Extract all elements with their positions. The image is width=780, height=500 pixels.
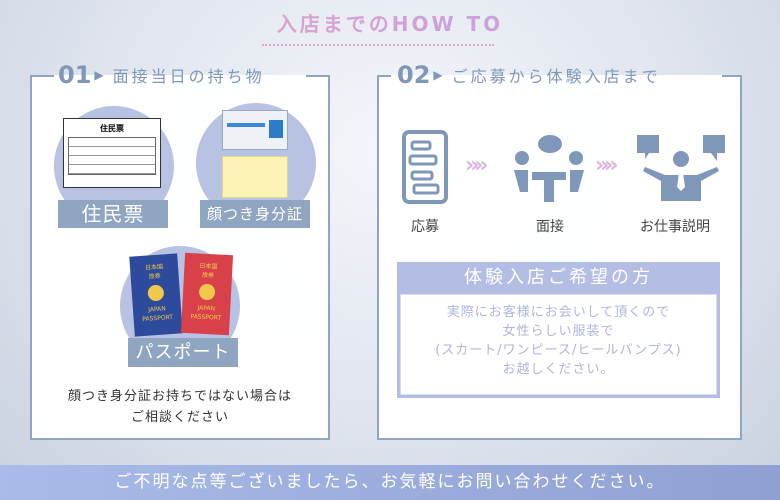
- section2-title: ご応募から体験入店まで: [451, 67, 661, 86]
- body-line: (スカート/ワンピース/ヒールパンプス): [435, 343, 682, 358]
- body-line: 女性らしい服装で: [502, 324, 615, 339]
- item-label-passport: パスポート: [128, 338, 238, 367]
- doc-title: 住民票: [100, 124, 124, 133]
- play-arrow-icon: ▶: [433, 68, 446, 82]
- note-line: ご相談ください: [130, 410, 229, 425]
- chevron-right-icon: »»: [595, 153, 619, 178]
- step-label: 面接: [536, 219, 564, 235]
- play-arrow-icon: ▶: [94, 68, 107, 82]
- passport-text: 旅券: [148, 272, 161, 281]
- passport-text: PASSPORT: [190, 313, 222, 322]
- panel-border: [722, 75, 742, 77]
- section1-number: 01: [58, 61, 92, 89]
- item-label-photo-id: 顔つき身分証: [200, 200, 310, 228]
- body-line: お越しください。: [502, 362, 615, 377]
- section1-title: 面接当日の持ち物: [112, 67, 265, 86]
- license-card-icon: [222, 110, 288, 150]
- note-line: 顔つき身分証お持ちではない場合は: [67, 389, 292, 404]
- interview-icon: [514, 135, 584, 202]
- chevron-right-icon: »»: [465, 153, 489, 178]
- step-label: お仕事説明: [640, 219, 710, 235]
- trial-entry-body: 実際にお客様にお会いして頂くので 女性らしい服装で (スカート/ワンピース/ヒー…: [400, 294, 717, 395]
- passport-text: 旅券: [201, 271, 215, 280]
- passport-blue-icon: 日本国 旅券 JAPAN PASSPORT: [129, 253, 183, 337]
- passport-red-icon: 日本国 旅券 JAPAN PASSPORT: [180, 252, 234, 336]
- id-note: 顔つき身分証お持ちではない場合は ご相談ください: [32, 386, 328, 428]
- body-line: 実際にお客様にお会いして頂くので: [446, 305, 671, 320]
- item-label-resident: 住民票: [58, 200, 168, 228]
- panel-border: [30, 75, 54, 77]
- panel-border: [306, 75, 330, 77]
- job-explanation-icon: [637, 135, 725, 201]
- step-label: 応募: [411, 219, 439, 235]
- section2-number: 02: [397, 61, 431, 89]
- passport-text: PASSPORT: [142, 313, 174, 324]
- title-divider: [262, 44, 494, 46]
- panel-border: [377, 75, 391, 77]
- contact-footer: ご不明な点等ございましたら、お気軽にお問い合わせください。: [0, 465, 780, 500]
- insurance-card-icon: [222, 156, 288, 198]
- trial-entry-box: 体験入店ご希望の方 実際にお客様にお会いして頂くので 女性らしい服装で (スカー…: [397, 262, 720, 398]
- section2-heading: 02 ▶ ご応募から体験入店まで: [397, 61, 661, 89]
- trial-entry-title: 体験入店ご希望の方: [400, 262, 717, 294]
- resident-card-icon: 住民票: [63, 118, 161, 188]
- section1-heading: 01 ▶ 面接当日の持ち物: [58, 61, 265, 89]
- application-form-icon: [402, 130, 448, 204]
- page-title: 入店までのHOW TO: [0, 8, 780, 37]
